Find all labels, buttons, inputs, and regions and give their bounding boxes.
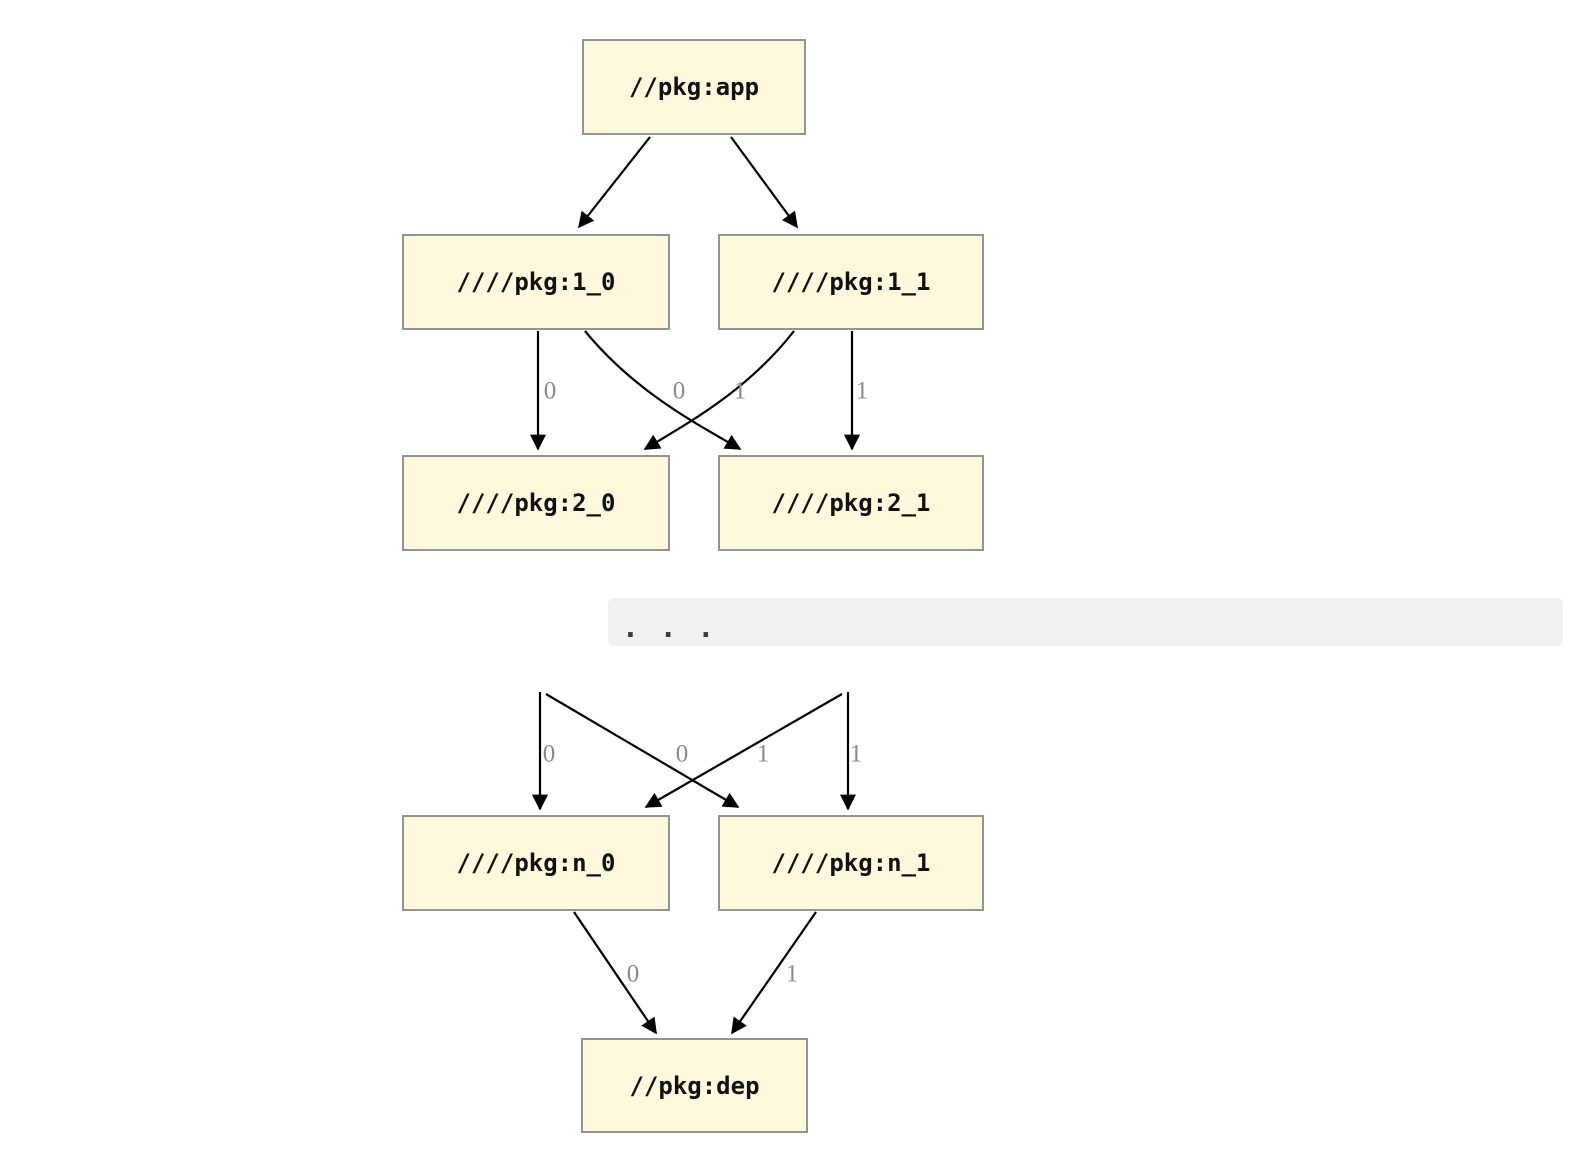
edge-pkg1_1-to-pkg2_0 [643, 330, 795, 450]
edge-dots-to-pkgn_1-cross [545, 693, 740, 808]
node-pkg-app-label: //pkg:app [628, 73, 760, 101]
edge-label-pkgn_1-dep: 1 [785, 960, 799, 988]
edge-label-dots-pkgn_0-cross: 0 [675, 740, 689, 768]
edge-label-pkg1_1-pkg2_1: 1 [855, 377, 869, 405]
node-pkg-dep-label: //pkg:dep [629, 1071, 760, 1100]
edge-pkg1_0-to-pkg2_1 [584, 330, 742, 450]
node-pkg-2-0-label: ////pkg:2_0 [456, 489, 616, 517]
node-pkg-dep: //pkg:dep [581, 1038, 808, 1133]
edge-app-to-pkg1_0 [578, 136, 651, 229]
node-pkg-2-1: ////pkg:2_1 [718, 455, 984, 551]
node-pkg-1-0-label: ////pkg:1_0 [456, 268, 616, 296]
ellipsis-dots: . . . [622, 611, 717, 644]
node-pkg-n-0: ////pkg:n_0 [402, 815, 670, 911]
edge-label-pkgn_0-dep: 0 [626, 960, 640, 988]
node-pkg-app: //pkg:app [582, 39, 806, 135]
node-pkg-n-0-label: ////pkg:n_0 [456, 849, 616, 877]
edge-label-dots-pkgn_1: 1 [849, 740, 863, 768]
edge-app-to-pkg1_1 [730, 136, 798, 229]
node-pkg-1-0: ////pkg:1_0 [402, 234, 670, 330]
edge-dots-to-pkgn_0-cross [644, 693, 843, 808]
edge-label-pkg1_0-pkg2_1: 1 [733, 377, 747, 405]
edge-pkgn_0-to-dep [573, 911, 657, 1035]
node-pkg-n-1-label: ////pkg:n_1 [771, 849, 931, 877]
edge-label-dots-pkgn_0: 0 [542, 740, 556, 768]
ellipsis-band: . . . [608, 598, 1563, 646]
node-pkg-1-1: ////pkg:1_1 [718, 234, 984, 330]
edge-label-dots-pkgn_1-cross: 1 [756, 740, 770, 768]
edge-pkgn_1-to-dep [731, 911, 817, 1035]
edge-label-pkg1_1-pkg2_0: 0 [672, 377, 686, 405]
edge-label-pkg1_0-pkg2_0: 0 [543, 377, 557, 405]
node-pkg-2-1-label: ////pkg:2_1 [771, 489, 931, 517]
node-pkg-2-0: ////pkg:2_0 [402, 455, 670, 551]
node-pkg-1-1-label: ////pkg:1_1 [771, 268, 931, 296]
node-pkg-n-1: ////pkg:n_1 [718, 815, 984, 911]
